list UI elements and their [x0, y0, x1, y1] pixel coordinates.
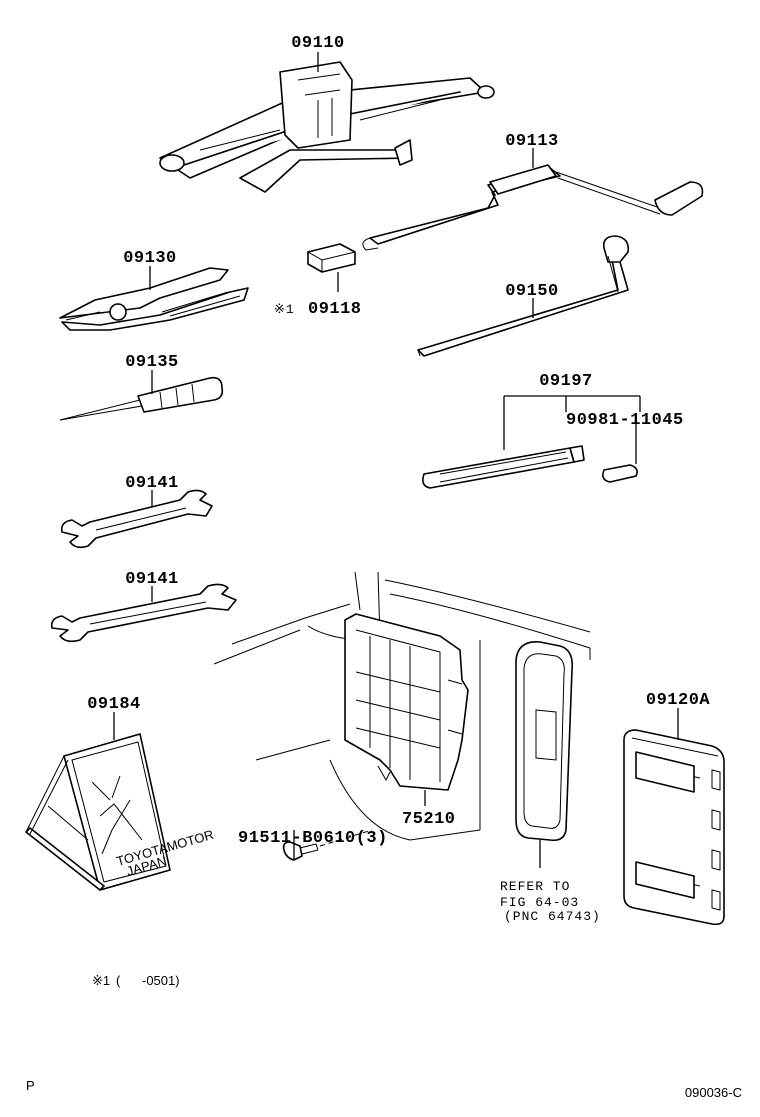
part-number-09141-b[interactable]: 09141 [125, 570, 179, 589]
refer-line-3: (PNC 64743) [504, 909, 601, 924]
part-number-09197[interactable]: 09197 [539, 372, 593, 391]
cap-drawing [307, 243, 356, 273]
footer-figure-id: 090036-C [685, 1085, 742, 1100]
footer-left-code: P [26, 1078, 35, 1093]
part-number-09150[interactable]: 09150 [505, 282, 559, 301]
tray-drawing [344, 613, 469, 791]
part-number-09118[interactable]: 09118 [308, 300, 362, 319]
tool-bag-drawing [623, 729, 725, 926]
part-number-91511[interactable]: 91511-B0610(3) [238, 829, 388, 848]
pliers-drawing [59, 267, 249, 331]
footnote-mark: ※1 [92, 973, 110, 988]
spanner-a-drawing [60, 489, 213, 549]
note-mark-09118: ※1 [274, 302, 295, 317]
part-number-09110[interactable]: 09110 [291, 34, 345, 53]
part-number-90981[interactable]: 90981-11045 [566, 411, 684, 430]
wheel-wrench-drawing [417, 235, 630, 357]
part-number-09141-a[interactable]: 09141 [125, 474, 179, 493]
work-light-drawing [422, 445, 638, 489]
jack-drawing [159, 61, 495, 193]
stand-plate-drawing [25, 733, 171, 891]
screwdriver-drawing [59, 376, 224, 421]
part-number-75210[interactable]: 75210 [402, 810, 456, 829]
part-number-09113[interactable]: 09113 [505, 132, 559, 151]
part-number-09135[interactable]: 09135 [125, 353, 179, 372]
refer-line-1: REFER TO [500, 879, 570, 894]
trim-panel-drawing [515, 641, 574, 842]
part-number-09120a[interactable]: 09120A [646, 691, 711, 710]
part-number-09130[interactable]: 09130 [123, 249, 177, 268]
jack-handle-drawing [362, 164, 704, 251]
leader-09197 [503, 395, 641, 464]
part-number-09184[interactable]: 09184 [87, 695, 141, 714]
refer-line-2[interactable]: FIG 64-03 [500, 895, 579, 910]
bolt-drawing [282, 829, 373, 861]
footnote-text: ( -0501) [116, 973, 180, 988]
spanner-b-drawing [50, 583, 237, 643]
